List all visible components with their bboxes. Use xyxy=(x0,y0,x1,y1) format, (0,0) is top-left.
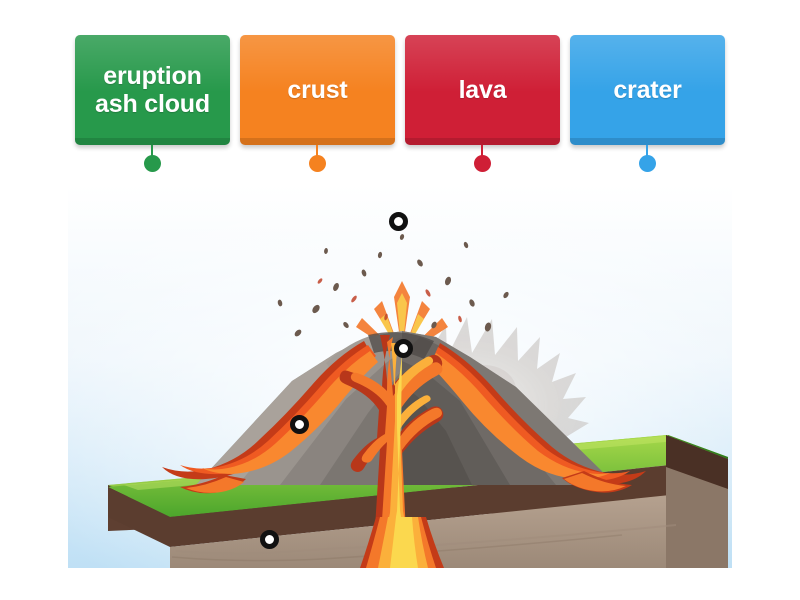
marker-crust[interactable] xyxy=(260,530,279,549)
label-card-lava[interactable]: lava xyxy=(405,35,560,145)
label-connector-stem-crust xyxy=(316,145,318,159)
label-card-eruption-ash-cloud[interactable]: eruption ash cloud xyxy=(75,35,230,145)
label-connector-stem-eruption-ash-cloud xyxy=(151,145,153,159)
marker-crater[interactable] xyxy=(394,339,413,358)
label-connector-dot-crust[interactable] xyxy=(309,155,326,172)
label-connector-dot-lava[interactable] xyxy=(474,155,491,172)
label-connector-stem-lava xyxy=(481,145,483,159)
label-connector-dot-eruption-ash-cloud[interactable] xyxy=(144,155,161,172)
label-card-text: lava xyxy=(458,76,507,104)
marker-lava[interactable] xyxy=(290,415,309,434)
label-card-crust[interactable]: crust xyxy=(240,35,395,145)
marker-ash-cloud[interactable] xyxy=(389,212,408,231)
label-connector-dot-crater[interactable] xyxy=(639,155,656,172)
label-card-crater[interactable]: crater xyxy=(570,35,725,145)
label-connector-stem-crater xyxy=(646,145,648,159)
volcano-illustration xyxy=(68,185,732,568)
label-card-text: crater xyxy=(613,76,682,104)
label-card-text: eruption ash cloud xyxy=(95,62,210,118)
labels-row: eruption ash cloud crust lava crater xyxy=(0,0,800,185)
label-card-text: crust xyxy=(287,76,348,104)
